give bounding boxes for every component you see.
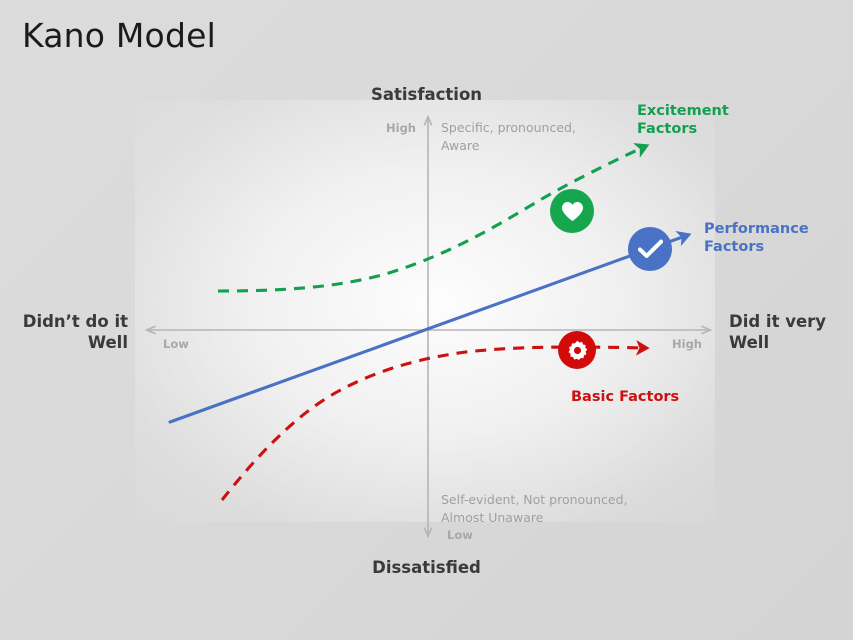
label-excitement-factors-line2: Factors bbox=[637, 121, 698, 138]
note-top-line1: Specific, pronounced, bbox=[441, 120, 576, 135]
axis-caption-did-it-very-well-line1: Did it very bbox=[729, 312, 827, 331]
label-excitement-factors-line1: Excitement bbox=[637, 103, 729, 119]
note-bottom-line1: Self-evident, Not pronounced, bbox=[441, 492, 628, 507]
x-axis-high-label: High bbox=[672, 337, 702, 351]
y-axis-low-label: Low bbox=[447, 528, 473, 542]
axis-caption-didnt-do-it-well: Didn’t do it Well bbox=[23, 311, 128, 353]
heart-icon bbox=[550, 189, 594, 233]
note-top-line2: Aware bbox=[441, 137, 480, 153]
label-performance-factors-line1: Performance bbox=[704, 221, 809, 237]
axis-caption-did-it-very-well: Did it very Well bbox=[729, 311, 826, 353]
axis-caption-satisfaction: Satisfaction bbox=[370, 85, 483, 104]
x-axis-low-label: Low bbox=[163, 337, 189, 351]
note-top: Specific, pronounced, Aware bbox=[441, 119, 576, 155]
label-performance-factors-line2: Factors bbox=[704, 239, 765, 256]
axis-caption-dissatisfied: Dissatisfied bbox=[372, 558, 481, 577]
label-excitement-factors: Excitement Factors bbox=[637, 102, 729, 138]
note-bottom-line2: Almost Unaware bbox=[441, 509, 544, 525]
chart-plot-area bbox=[135, 100, 715, 522]
note-bottom: Self-evident, Not pronounced, Almost Una… bbox=[441, 491, 628, 527]
page-title: Kano Model bbox=[22, 16, 216, 55]
check-icon bbox=[628, 227, 672, 271]
gear-icon bbox=[558, 331, 596, 369]
axis-caption-didnt-do-it-well-line1: Didn’t do it bbox=[22, 312, 128, 331]
label-basic-factors: Basic Factors bbox=[571, 389, 680, 405]
y-axis-high-label: High bbox=[386, 121, 416, 135]
axis-caption-did-it-very-well-line2: Well bbox=[729, 333, 770, 353]
axis-caption-didnt-do-it-well-line2: Well bbox=[87, 333, 128, 353]
label-performance-factors: Performance Factors bbox=[704, 220, 809, 256]
